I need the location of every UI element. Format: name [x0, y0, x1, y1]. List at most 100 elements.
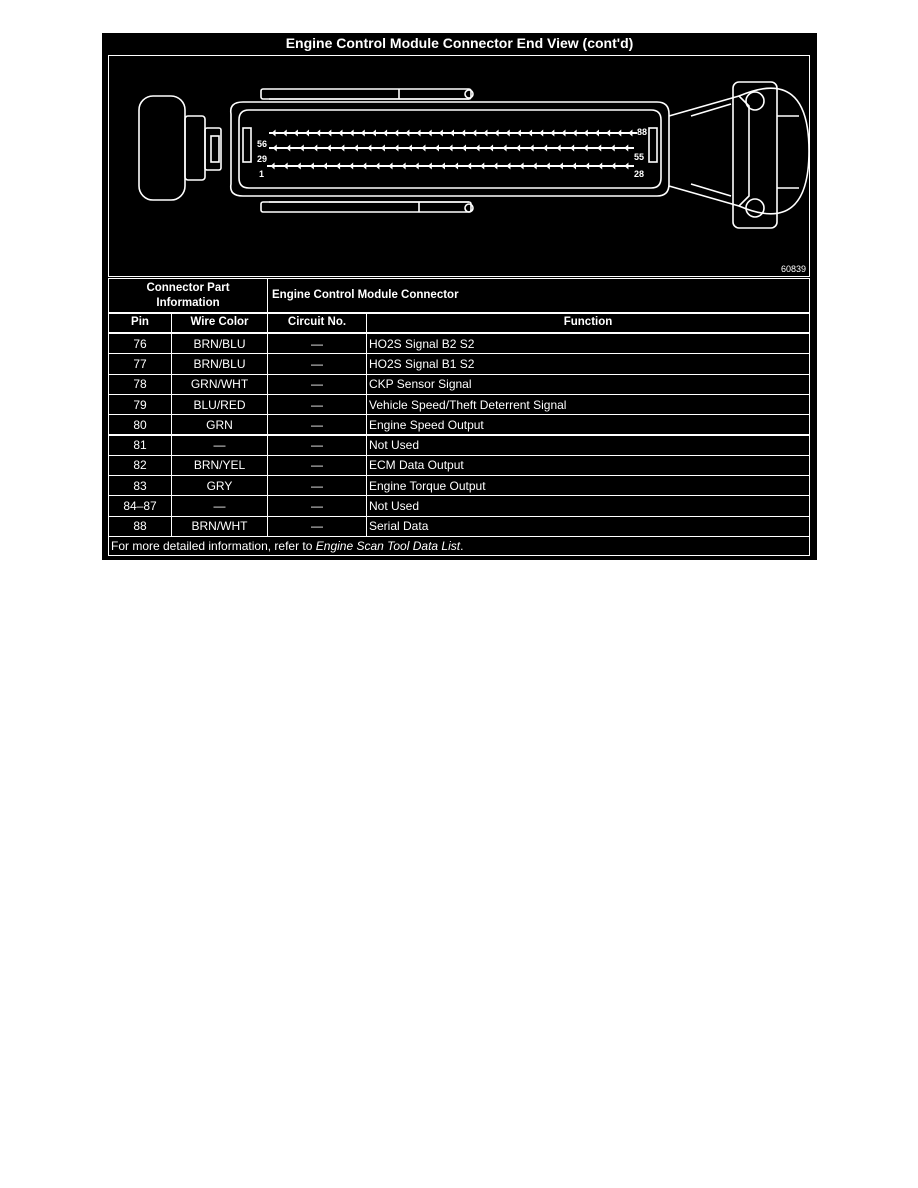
- pin-terminal: [272, 144, 277, 152]
- pin-cell: 83: [108, 475, 172, 497]
- pin-terminal: [529, 144, 534, 152]
- pin-terminal: [483, 129, 488, 137]
- pin-terminal: [401, 162, 406, 170]
- wire-color-cell: BLU/RED: [171, 393, 268, 416]
- pin-terminal: [309, 162, 314, 170]
- pin-cell: 76: [108, 333, 172, 355]
- table-footer: For more detailed information, refer to …: [108, 536, 810, 556]
- wire-color-cell: BRN/WHT: [171, 515, 268, 537]
- pin-terminal: [383, 129, 388, 137]
- pin-terminal: [380, 144, 385, 152]
- pin-terminal: [416, 129, 421, 137]
- pin-terminal: [516, 129, 521, 137]
- connector-sheet: Engine Control Module Connector End View…: [102, 33, 817, 560]
- pin-terminal: [617, 129, 622, 137]
- pin-terminal: [462, 144, 467, 152]
- function-cell: Not Used: [366, 434, 810, 456]
- pin-terminal: [438, 129, 443, 137]
- pin-terminal: [502, 144, 507, 152]
- pin-terminal: [440, 162, 445, 170]
- circuit-cell: —: [267, 475, 367, 497]
- pin-label-88: 88: [637, 127, 647, 137]
- pin-terminal: [561, 129, 566, 137]
- pin-terminal: [282, 129, 287, 137]
- circuit-cell: —: [267, 515, 367, 537]
- pin-cell: 79: [108, 393, 172, 416]
- pin-label-28: 28: [634, 169, 644, 179]
- circuit-cell: —: [267, 434, 367, 456]
- pin-terminal: [283, 162, 288, 170]
- pin-terminal: [585, 162, 590, 170]
- pin-terminal: [405, 129, 410, 137]
- pin-cell: 78: [108, 373, 172, 395]
- function-cell: HO2S Signal B2 S2: [366, 333, 810, 355]
- pin-terminal: [528, 129, 533, 137]
- pin-terminal: [556, 144, 561, 152]
- pin-terminal: [583, 144, 588, 152]
- circuit-cell: —: [267, 495, 367, 517]
- pin-terminal: [271, 129, 276, 137]
- pin-terminal: [480, 162, 485, 170]
- function-cell: HO2S Signal B1 S2: [366, 353, 810, 375]
- pin-terminal: [467, 162, 472, 170]
- function-cell: CKP Sensor Signal: [366, 373, 810, 395]
- function-cell: ECM Data Output: [366, 454, 810, 477]
- pin-terminal: [598, 162, 603, 170]
- pin-terminal: [594, 129, 599, 137]
- pin-terminal: [494, 129, 499, 137]
- pin-terminal: [362, 162, 367, 170]
- pin-terminal: [293, 129, 298, 137]
- part-info-header-text: Connector Part Information: [146, 282, 230, 309]
- pin-terminal: [475, 144, 480, 152]
- wire-color-cell: —: [171, 434, 268, 456]
- pin-terminal: [539, 129, 544, 137]
- pin-terminal: [322, 162, 327, 170]
- function-cell: Serial Data: [366, 515, 810, 537]
- pin-terminal: [610, 144, 615, 152]
- pin-terminal: [338, 129, 343, 137]
- pin-cell: 77: [108, 353, 172, 375]
- column-header-circuit: Circuit No.: [267, 313, 367, 333]
- pin-terminal: [489, 144, 494, 152]
- pin-terminal: [628, 129, 633, 137]
- pin-terminal: [421, 144, 426, 152]
- pin-cell: 88: [108, 515, 172, 537]
- pin-terminal: [394, 144, 399, 152]
- pin-terminal: [305, 129, 310, 137]
- pin-terminal: [519, 162, 524, 170]
- pin-terminal: [286, 144, 291, 152]
- pin-terminal: [371, 129, 376, 137]
- circuit-cell: —: [267, 414, 367, 436]
- pin-terminal: [505, 129, 510, 137]
- circuit-cell: —: [267, 353, 367, 375]
- pin-terminal: [340, 144, 345, 152]
- wire-color-cell: BRN/BLU: [171, 353, 268, 375]
- pin-terminal: [427, 162, 432, 170]
- pin-terminal: [427, 129, 432, 137]
- circuit-cell: —: [267, 373, 367, 395]
- wire-color-cell: BRN/YEL: [171, 454, 268, 477]
- pin-cell: 80: [108, 414, 172, 436]
- pin-terminal: [611, 162, 616, 170]
- pin-terminal: [493, 162, 498, 170]
- wire-color-cell: GRY: [171, 475, 268, 497]
- pin-terminal: [296, 162, 301, 170]
- pin-terminal: [336, 162, 341, 170]
- pin-terminal: [448, 144, 453, 152]
- function-cell: Vehicle Speed/Theft Deterrent Signal: [366, 393, 810, 416]
- pin-cell: 82: [108, 454, 172, 477]
- function-cell: Engine Torque Output: [366, 475, 810, 497]
- pin-rows: [267, 129, 637, 170]
- connector-name-header: Engine Control Module Connector: [267, 278, 810, 313]
- pin-terminal: [558, 162, 563, 170]
- pin-cell: 81: [108, 434, 172, 456]
- function-cell: Not Used: [366, 495, 810, 517]
- pin-label-55: 55: [634, 152, 644, 162]
- circuit-cell: —: [267, 333, 367, 355]
- column-header-wire-color: Wire Color: [171, 313, 268, 333]
- part-info-header: Connector Part Information: [108, 278, 268, 313]
- pin-terminal: [597, 144, 602, 152]
- connector-figure: 56 88 29 55 1 28 60839: [108, 55, 810, 277]
- pin-terminal: [270, 162, 275, 170]
- column-header-function: Function: [366, 313, 810, 333]
